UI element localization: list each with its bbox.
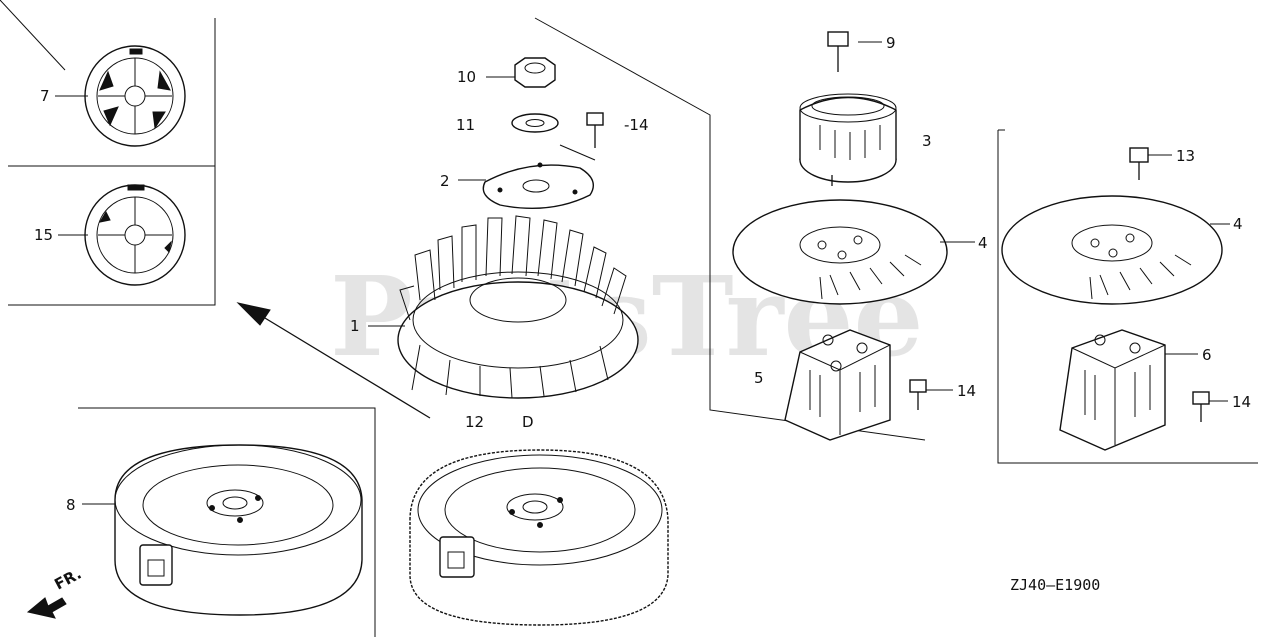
callout-12-mark: D [522,413,534,431]
part-5-bracket [784,329,891,441]
callout-1: 1 [350,317,360,335]
callout-13: 13 [1176,147,1195,165]
assembly-arrow [236,302,431,419]
part-13-bolt [1129,147,1149,180]
callout-4-b: 4 [1233,215,1243,233]
callout-6: 6 [1202,346,1212,364]
callout-10: 10 [457,68,476,86]
part-12-flywheel-ring-gear [409,449,669,626]
callout-4-a: 4 [978,234,988,252]
part-3-starter-pulley [799,93,897,186]
forward-direction-arrow [26,597,67,619]
part-10-nut [514,57,556,88]
callouts: 7 15 10 11 -14 2 1 12 D 8 9 3 4 4 13 5 6… [34,34,1251,514]
callout-15: 15 [34,226,53,244]
callout-14-b: 14 [957,382,976,400]
callout-14-a: -14 [624,116,649,134]
part-4-cover-disc-a [732,199,948,305]
callout-8: 8 [66,496,76,514]
part-14-bolt-a [559,112,604,161]
leader-lines [0,0,1230,505]
diagram-code: ZJ40—E1900 [1010,576,1100,594]
part-1-cooling-fan [397,215,639,399]
callout-2: 2 [440,172,450,190]
part-2-plate [482,162,594,209]
part-9-bolt [827,31,849,72]
part-11-washer [511,113,559,133]
part-14-bolt-c [1192,391,1210,422]
callout-3: 3 [922,132,932,150]
callout-5: 5 [754,369,764,387]
callout-14-c: 14 [1232,393,1251,411]
callout-11: 11 [456,116,475,134]
part-8-flywheel [114,444,363,616]
direction-label: FR. [51,565,84,594]
part-15-rotor-plate [84,184,186,286]
part-14-bolt-b [909,379,927,410]
part-7-rotor-plate [84,45,186,147]
callout-12: 12 [465,413,484,431]
part-4-cover-disc-b [1001,195,1223,305]
callout-9: 9 [886,34,896,52]
callout-7: 7 [40,87,50,105]
part-6-bracket [1059,329,1166,451]
